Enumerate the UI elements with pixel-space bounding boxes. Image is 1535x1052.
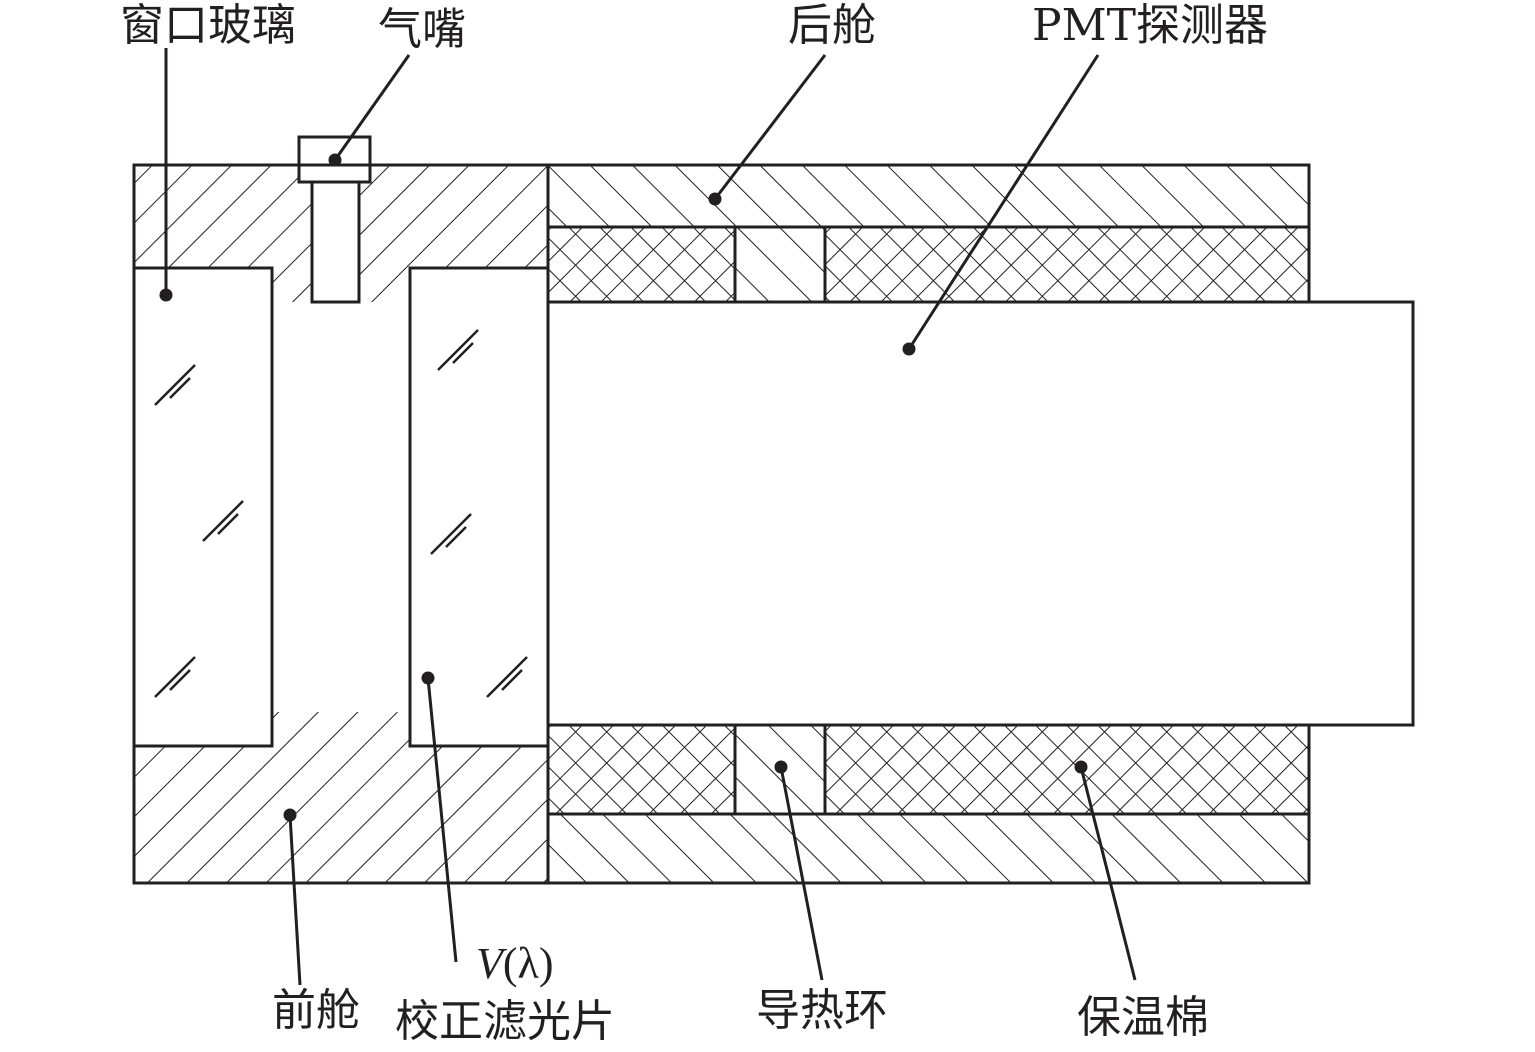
label-front-cabin: 前舱 bbox=[272, 985, 360, 1036]
leader-window-glass bbox=[159, 48, 173, 302]
rear-cabin-bottom-shell bbox=[546, 812, 1311, 885]
insulation-top-right bbox=[823, 225, 1311, 304]
leader-front-cabin bbox=[283, 808, 302, 986]
label-heat-ring: 导热环 bbox=[756, 985, 888, 1036]
leader-insulation bbox=[1074, 760, 1137, 981]
filter-glass-marks bbox=[430, 329, 528, 698]
label-filter-formula: V(λ) bbox=[476, 939, 554, 988]
leader-rear-cabin bbox=[708, 54, 827, 206]
gas-nozzle-channel bbox=[310, 178, 361, 304]
leader-pmt-detector bbox=[902, 54, 1100, 356]
leader-correction-filter bbox=[421, 671, 458, 963]
correction-filter bbox=[408, 266, 550, 748]
insulation-top-left bbox=[546, 225, 737, 304]
leader-gas-nozzle bbox=[328, 54, 411, 167]
label-rear-cabin: 后舱 bbox=[788, 0, 876, 51]
label-window-glass: 窗口玻璃 bbox=[120, 0, 296, 51]
label-pmt-detector: PMT探测器 bbox=[1032, 0, 1268, 51]
label-gas-nozzle: 气嘴 bbox=[378, 4, 466, 55]
leader-heat-ring bbox=[774, 760, 824, 981]
pmt-detector-body bbox=[546, 300, 1415, 727]
window-glass bbox=[132, 266, 274, 748]
label-filter-formula-v: V bbox=[476, 939, 508, 988]
heat-ring-top bbox=[733, 225, 827, 304]
outer-outline bbox=[132, 163, 1311, 885]
label-insulation: 保温棉 bbox=[1077, 992, 1209, 1043]
rear-cabin-top-shell bbox=[546, 163, 1311, 229]
label-filter-formula-lambda: (λ) bbox=[503, 939, 554, 988]
insulation-bottom-left bbox=[546, 723, 737, 816]
label-correction-filter: 校正滤光片 bbox=[395, 996, 615, 1047]
window-glass-marks bbox=[154, 364, 244, 698]
insulation-bottom-right bbox=[823, 723, 1311, 816]
